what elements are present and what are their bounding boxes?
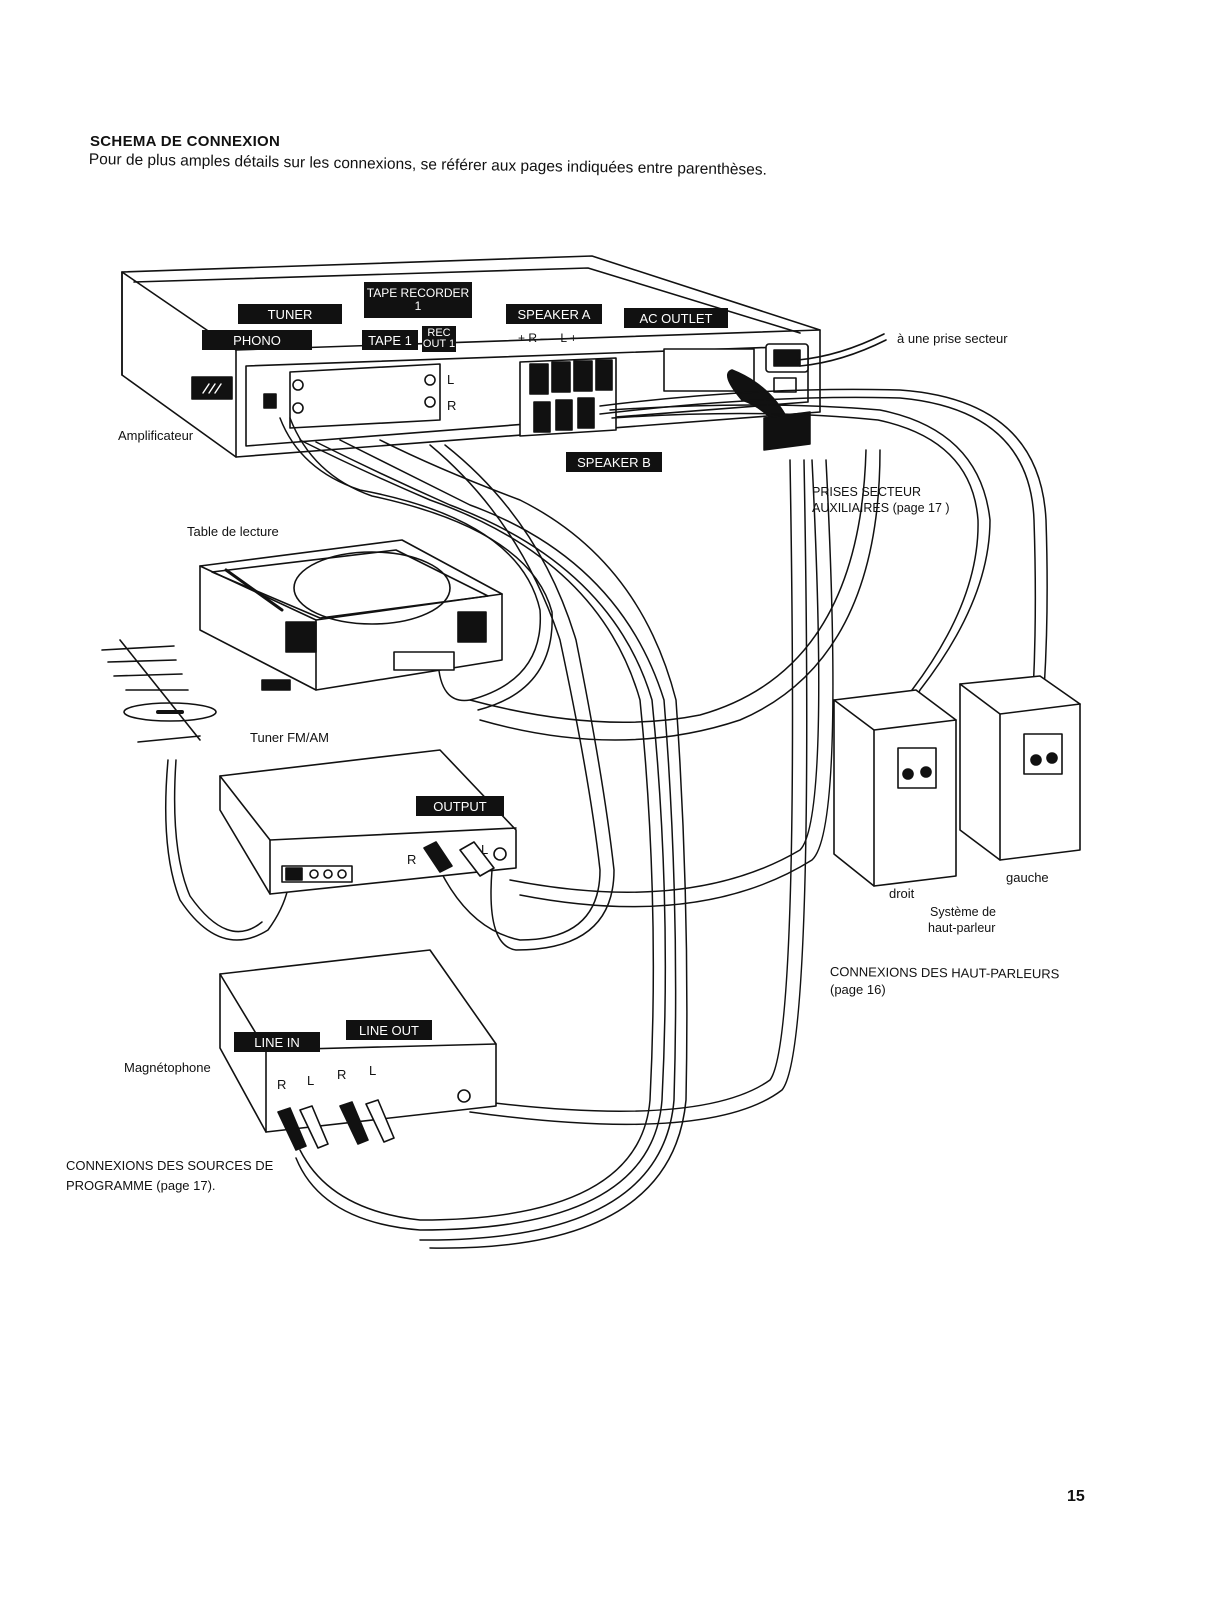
page-number: 15: [1067, 1488, 1085, 1505]
tag-tape-recorder-1: TAPE RECORDER 1: [364, 282, 472, 318]
tape-deck-drawing: [219, 949, 497, 1151]
tag-tuner: TUNER: [238, 304, 342, 324]
tag-speaker-a: SPEAKER A: [506, 304, 602, 324]
amp-jack-right: R: [447, 398, 457, 413]
amp-jack-left: L: [447, 372, 455, 387]
speakers-drawing: [833, 675, 1081, 887]
tuner-drawing: [219, 749, 517, 895]
speaker-right-label: droit: [889, 886, 915, 901]
turntable-drawing: [199, 539, 503, 691]
antenna-drawing: [101, 639, 217, 743]
tape-jack-2: L: [307, 1073, 315, 1088]
sources-connections-line1: CONNEXIONS DES SOURCES DE: [66, 1158, 274, 1173]
aux-outlets-label-line2: AUXILIAIRES (page 17 ): [812, 501, 950, 515]
speaker-connections-line1: CONNEXIONS DES HAUT-PARLEURS: [829, 964, 1060, 982]
speaker-polarity: + R – – L +: [518, 331, 577, 345]
tag-speaker-b: SPEAKER B: [566, 452, 662, 472]
tape-jack-1: R: [277, 1077, 287, 1092]
speaker-left-label: gauche: [1006, 870, 1049, 885]
sources-connections-line2: PROGRAMME (page 17).: [66, 1178, 216, 1193]
tag-rec-out-1: REC OUT 1: [422, 326, 456, 352]
cables: [165, 388, 1048, 1249]
aux-outlets-label-line1: PRISES SECTEUR: [812, 485, 922, 499]
turntable-label: Table de lecture: [187, 524, 279, 539]
tag-ac-outlet: AC OUTLET: [624, 308, 728, 328]
tuner-jack-l: L: [481, 842, 489, 857]
tape-jack-3: R: [337, 1067, 347, 1082]
mains-label: à une prise secteur: [897, 331, 1008, 346]
tape-deck-label: Magnétophone: [124, 1060, 211, 1075]
tag-output: OUTPUT: [416, 796, 504, 816]
speaker-system-line1: Système de: [930, 905, 997, 919]
speaker-system-line2: haut-parleur: [928, 921, 996, 935]
tag-tape-1: TAPE 1: [362, 330, 418, 350]
tape-jack-4: L: [369, 1063, 377, 1078]
page-title: SCHEMA DE CONNEXION: [90, 133, 281, 150]
tag-line-in: LINE IN: [234, 1032, 320, 1052]
amplifier-label: Amplificateur: [118, 428, 194, 443]
tuner-jack-r: R: [407, 852, 417, 867]
tag-phono: PHONO: [202, 330, 312, 350]
tag-line-out: LINE OUT: [346, 1020, 432, 1040]
speaker-connections-line2: (page 16): [830, 982, 886, 997]
tuner-label: Tuner FM/AM: [250, 730, 329, 745]
